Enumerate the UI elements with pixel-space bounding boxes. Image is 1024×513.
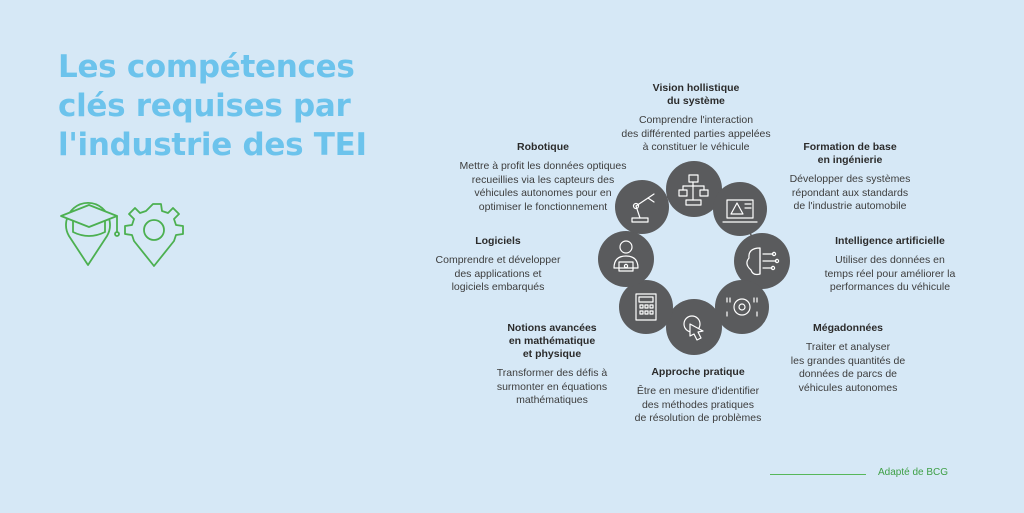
skill-desc: Comprendre et développer — [435, 254, 561, 266]
skill-title: Vision hollistique — [652, 82, 740, 94]
title-line: l'industrie des TEI — [58, 127, 367, 163]
skill-desc: de résolution de problèmes — [634, 412, 762, 424]
network-icon — [678, 174, 709, 206]
skill-title: Robotique — [517, 141, 569, 153]
skill-desc: temps réel pour améliorer la — [824, 267, 956, 280]
skill-desc: recueillies via les capteurs des — [471, 173, 615, 186]
skill-desc: Comprendre l'interaction — [638, 114, 754, 126]
skill-desc: des applications et — [454, 267, 542, 280]
developer-icon — [613, 240, 639, 272]
skill-desc: Transformer des défis à — [496, 367, 608, 379]
skill-desc: mathématiques — [516, 394, 588, 406]
skill-desc: Développer des systèmes — [789, 173, 911, 185]
binary-data-icon — [726, 297, 758, 317]
skill-desc: logiciels embarqués — [451, 281, 545, 293]
skill-title: du système — [667, 95, 725, 107]
blueprint-icon — [722, 199, 758, 223]
skill-title: Intelligence artificielle — [835, 235, 945, 247]
skill-title: en mathématique — [508, 335, 596, 347]
skill-desc: Utiliser des données en — [835, 254, 945, 266]
skill-desc: de l'industrie automobile — [793, 200, 907, 212]
skill-ia: Intelligence artificielle Utiliser des d… — [810, 235, 970, 295]
skill-desc: véhicules autonomes — [798, 381, 898, 394]
page-title: Les compétences clés requises par l'indu… — [58, 48, 398, 165]
skill-desc: les grandes quantités de — [790, 354, 906, 367]
skill-desc: surmonter en équations — [496, 380, 608, 393]
skill-title: Approche pratique — [651, 366, 745, 378]
robot-arm-icon — [631, 193, 655, 223]
skill-title: en ingénierie — [817, 154, 883, 166]
title-line: Les compétences — [58, 49, 355, 85]
calculator-icon — [635, 293, 657, 321]
skill-title: Notions avancées — [507, 322, 597, 334]
title-line: clés requises par — [58, 88, 351, 124]
skill-desc: répondant aux standards — [791, 186, 909, 199]
graduation-gear-logo-icon — [60, 202, 184, 267]
skill-title: et physique — [522, 348, 582, 360]
touch-screen-icon — [683, 315, 704, 341]
source-divider — [770, 474, 866, 475]
skill-title: Formation de base — [803, 141, 897, 153]
skill-desc: à constituer le véhicule — [642, 141, 750, 153]
skill-vision: Vision hollistique du système Comprendre… — [598, 82, 794, 155]
skill-desc: performances du véhicule — [829, 281, 951, 293]
skill-formation: Formation de base en ingénierie Développ… — [765, 141, 935, 214]
skill-megadonnees: Mégadonnées Traiter et analyser les gran… — [768, 322, 928, 395]
skill-desc: données de parcs de — [798, 368, 898, 380]
skill-desc: véhicules autonomes pour en — [474, 187, 612, 199]
skill-desc: des différented parties appelées — [621, 127, 771, 140]
skill-title: Mégadonnées — [812, 322, 883, 334]
skill-desc: Mettre à profit les données optiques — [459, 160, 627, 172]
skill-approche: Approche pratique Être en mesure d'ident… — [608, 366, 788, 426]
skill-title: Logiciels — [475, 235, 521, 247]
skill-desc: Traiter et analyser — [805, 341, 891, 353]
brain-circuit-icon — [746, 247, 780, 276]
skill-notions: Notions avancées en mathématique et phys… — [487, 322, 617, 408]
skill-desc: des méthodes pratiques — [641, 398, 755, 411]
skill-robotique: Robotique Mettre à profit les données op… — [443, 141, 643, 214]
skill-logiciels: Logiciels Comprendre et développer des a… — [418, 235, 578, 295]
source-credit: Adapté de BCG — [878, 467, 949, 478]
skill-desc: optimiser le fonctionnement — [478, 200, 608, 213]
skill-desc: Être en mesure d'identifier — [636, 385, 760, 397]
